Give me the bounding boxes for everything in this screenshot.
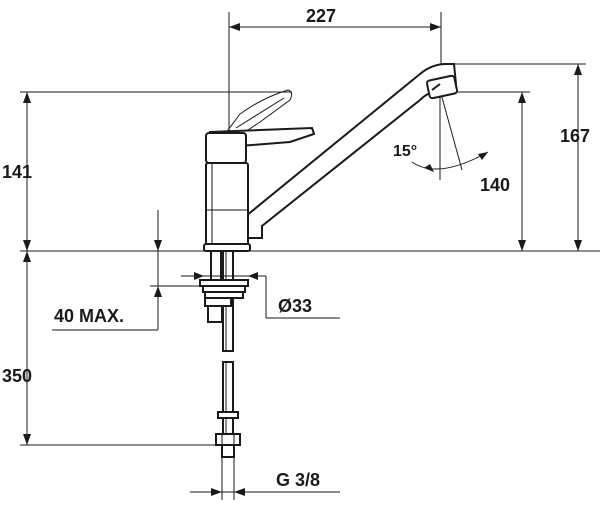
dimension-max-thickness: 40 MAX.	[52, 210, 205, 331]
extension-lines	[20, 12, 600, 446]
label-spout-height: 140	[480, 175, 510, 195]
dimension-spout-reach: 227	[229, 6, 441, 31]
label-max-thickness: 40 MAX.	[54, 306, 124, 326]
dimension-swivel-angle: 15°	[393, 89, 489, 180]
dimension-body-height: 141	[2, 92, 32, 251]
label-connection: G 3/8	[276, 470, 320, 490]
label-swivel-angle: 15°	[393, 143, 417, 160]
label-spout-reach: 227	[306, 6, 336, 26]
dimension-hole-diameter: Ø33	[181, 272, 340, 319]
dimension-hose-length: 350	[2, 251, 32, 445]
label-total-height: 167	[560, 126, 590, 146]
dimension-connection: G 3/8	[190, 445, 340, 500]
mounting-assembly	[199, 250, 249, 458]
label-hose-length: 350	[2, 366, 32, 386]
label-hole-diameter: Ø33	[278, 296, 312, 316]
faucet-body	[203, 63, 459, 252]
label-body-height: 141	[2, 162, 32, 182]
dimension-spout-height: 140	[480, 92, 526, 251]
dimension-total-height: 167	[560, 64, 590, 251]
